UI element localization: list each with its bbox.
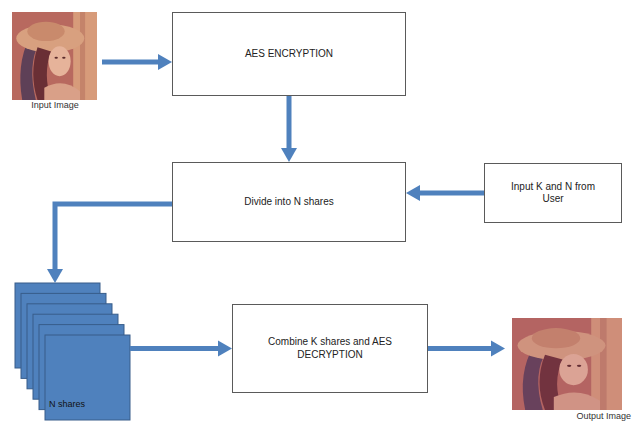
arrow-line: [416, 191, 484, 196]
node-label: Combine K shares and AES DECRYPTION: [265, 336, 395, 361]
image-node: Output Image: [505, 318, 633, 430]
arrow-head: [47, 269, 63, 283]
arrow-line: [428, 346, 495, 351]
arrow-head: [281, 148, 297, 162]
share-stack-node: N shares: [15, 283, 130, 420]
node-label: AES ENCRYPTION: [245, 48, 333, 61]
input-picture: [12, 12, 97, 100]
arrow-line: [287, 96, 292, 152]
arrow-head: [158, 54, 172, 70]
arrow-head: [218, 341, 232, 357]
output-picture: [512, 318, 622, 410]
node-label: Input Image: [31, 100, 79, 111]
flow-arrow: [281, 96, 297, 162]
process-box: AES ENCRYPTION: [172, 12, 406, 96]
flow-arrow: [102, 54, 172, 70]
arrow-line: [102, 60, 162, 65]
node-label: Divide into N shares: [244, 196, 333, 209]
share-stack: [15, 283, 130, 420]
input-box: Input K and N from User: [484, 163, 622, 223]
arrow-head: [406, 185, 420, 201]
arrow-head: [491, 341, 505, 357]
flow-arrow: [428, 341, 505, 357]
flow-arrow: [130, 341, 232, 357]
flow-arrow: [47, 204, 172, 283]
flow-arrow: [406, 185, 484, 201]
node-label: Output Image: [576, 411, 631, 422]
image-node: Input Image: [8, 12, 102, 120]
node-label: N shares: [49, 399, 85, 410]
node-label: Input K and N from User: [503, 181, 603, 206]
process-box: Combine K shares and AES DECRYPTION: [232, 304, 428, 393]
arrow-line: [55, 204, 172, 273]
arrow-line: [130, 346, 222, 351]
process-box: Divide into N shares: [172, 162, 406, 242]
